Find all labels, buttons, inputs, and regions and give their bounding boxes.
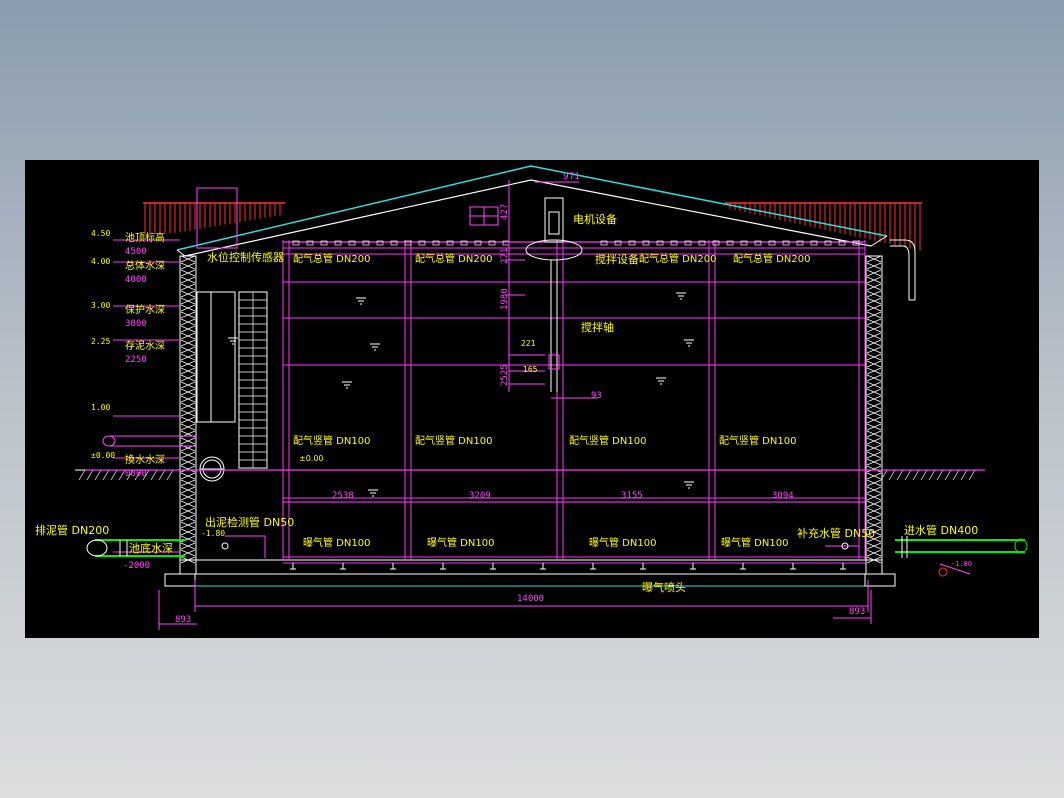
aeration-pipe-label: 曝气管 DN100 — [589, 536, 656, 549]
riser-pipe-label: 配气竖管 DN100 — [719, 434, 796, 447]
level-mark: 4.00 — [91, 257, 110, 266]
bay-dim: 3094 — [772, 491, 794, 501]
level-mark: 2.25 — [91, 337, 110, 346]
dim-right-offset: 893 — [849, 607, 865, 617]
sludge-pipe-label: 排泥管 DN200 — [35, 523, 109, 537]
shaft-label: 搅拌轴 — [581, 320, 614, 334]
level-value: 3000 — [125, 319, 147, 329]
bay-dim: 3209 — [469, 491, 491, 501]
level-value: 0000 — [125, 469, 147, 479]
dim-221: 221 — [521, 339, 536, 348]
nozzle-label: 曝气喷头 — [642, 580, 686, 594]
aeration-pipe-label: 曝气管 DN100 — [427, 536, 494, 549]
roof-outline — [176, 165, 888, 251]
dim-1980: 1980 — [500, 288, 510, 310]
level-mark: ±0.00 — [91, 451, 115, 460]
water-level-symbols — [228, 292, 694, 497]
ground — [75, 469, 980, 481]
header-openings — [292, 240, 860, 246]
level-value: 4500 — [125, 247, 147, 257]
inlet-mark: -1.80 — [951, 560, 972, 568]
dim-165: 165 — [523, 365, 538, 374]
dimension-lines — [158, 496, 872, 630]
tank-section-drawing: 电机设备 搅拌设备 搅拌轴 971 4.50 池顶标高 4500 4.00 总体水深 40… — [35, 165, 1028, 630]
mixer-assembly — [505, 180, 597, 399]
header-pipe-labels: 配气总管 DN200 配气总管 DN200 配气总管 DN200 配气总管 DN200 — [293, 252, 810, 265]
aeration-pipe-label: 曝气管 DN100 — [303, 536, 370, 549]
cad-viewport[interactable]: 电机设备 搅拌设备 搅拌轴 971 4.50 池顶标高 4500 4.00 总体水深 40… — [25, 160, 1039, 638]
aeration-pipe-label: 曝气管 DN100 — [721, 536, 788, 549]
dim-271: 271 — [500, 248, 510, 264]
dim-93: 93 — [591, 391, 602, 401]
level-value: 4000 — [125, 275, 147, 285]
header-pipe-label: 配气总管 DN200 — [415, 252, 492, 265]
roof-window — [469, 206, 499, 226]
left-level-labels: 4.50 池顶标高 4500 4.00 总体水深 4000 3.00 保护水深 3000 2.25… — [91, 229, 165, 479]
mixer-label: 搅拌设备 — [595, 252, 639, 266]
dim-total: 14000 — [517, 594, 544, 604]
inlet-label: 进水管 DN400 — [904, 523, 978, 537]
dim-2525: 2525 — [500, 364, 510, 386]
dim-427: 427 — [500, 204, 510, 220]
roof — [143, 165, 922, 301]
dim-top: 971 — [563, 172, 580, 182]
riser-pipe-label: 配气竖管 DN100 — [293, 434, 370, 447]
header-pipe-label: 配气总管 DN200 — [293, 252, 370, 265]
header-pipe-label: 配气总管 DN200 — [639, 252, 716, 265]
level-mark: 3.00 — [91, 301, 110, 310]
mixer-motor-icon — [525, 239, 583, 261]
riser-pipe-label: 配气竖管 DN100 — [415, 434, 492, 447]
level-label: 池顶标高 — [125, 231, 165, 244]
riser-pipe-labels: 配气竖管 DN100 配气竖管 DN100 配气竖管 DN100 配气竖管 DN100 — [293, 434, 796, 447]
header-pipe-label: 配气总管 DN200 — [733, 252, 810, 265]
makeup-label: 补充水管 DN50 — [797, 526, 875, 540]
sensor-label: 水位控制传感器 — [207, 250, 284, 264]
bay-dim: 2538 — [332, 491, 354, 501]
ground-mark: ±0.00 — [299, 454, 324, 463]
dim-left-offset: 893 — [175, 615, 191, 625]
level-mark: 4.50 — [91, 229, 110, 238]
aeration-pipe-labels: 曝气管 DN100 曝气管 DN100 曝气管 DN100 曝气管 DN100 — [303, 536, 788, 549]
level-label: 总体水深 — [125, 259, 165, 272]
nozzle-markers — [290, 563, 846, 570]
eave-left — [144, 203, 281, 234]
tank-walls — [164, 255, 896, 587]
level-mark: 1.00 — [91, 403, 110, 412]
sludge-mark: -1.80 — [201, 529, 225, 538]
bay-dim: 3155 — [621, 491, 643, 501]
level-value: 2250 — [125, 355, 147, 365]
bottom-label: 池底水深 — [129, 541, 173, 555]
sludge-check-label: 出泥检测管 DN50 — [205, 515, 294, 529]
level-label: 換水水深 — [125, 454, 165, 466]
motor-label: 电机设备 — [573, 212, 617, 226]
bottom-value: -2000 — [123, 561, 150, 571]
bay-dimensions: 2538 3209 3155 3094 — [332, 491, 794, 501]
level-label: 存泥水深 — [125, 339, 165, 352]
eave-right — [729, 203, 921, 251]
right-external-pipes — [825, 536, 1028, 577]
pipe-network — [85, 239, 985, 564]
roof-vent — [196, 187, 238, 249]
level-label: 保护水深 — [125, 303, 165, 316]
riser-pipe-label: 配气竖管 DN100 — [569, 434, 646, 447]
sensor-column — [196, 291, 268, 482]
left-external-pipes — [86, 435, 266, 558]
